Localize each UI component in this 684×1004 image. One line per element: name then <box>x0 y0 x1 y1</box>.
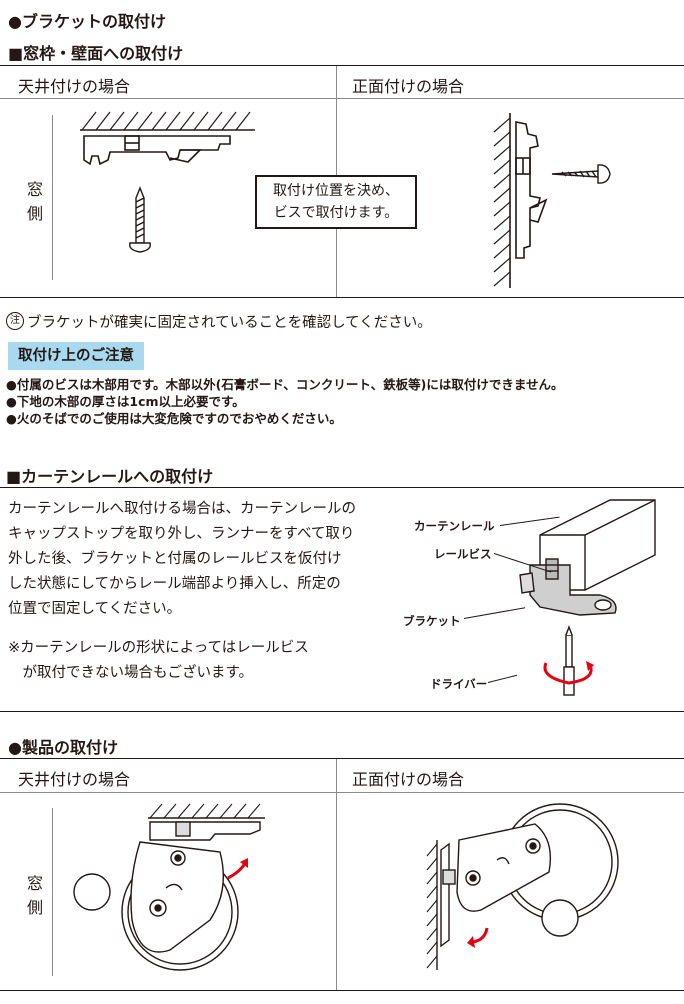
instruction-callout: 取付け位置を決め、 ビスで取付けます。 <box>255 175 417 229</box>
label-curtain-rail: カーテンレール <box>414 519 495 533</box>
section-title-bracket: ●ブラケットの取付け <box>8 12 166 31</box>
section-title-curtain-rail: ■カーテンレールへの取付け <box>6 467 214 486</box>
row-label-window: 窓 <box>26 180 43 199</box>
table1-bottom-rule <box>0 297 684 298</box>
note-line: ※カーテンレールの形状によってはレールビス <box>8 640 309 656</box>
ceiling-bracket-illustration <box>80 111 255 253</box>
section-title-product: ●製品の取付け <box>8 738 118 757</box>
para-line: キャップストップを取り外し、ランナーをすべて取り <box>8 526 355 542</box>
ceiling-product-illustration <box>73 803 265 971</box>
table3-header-rule <box>0 792 684 793</box>
col-head-front: 正面付けの場合 <box>352 77 465 96</box>
row-label-side-product: 側 <box>26 898 43 917</box>
row-label-side: 側 <box>26 204 43 223</box>
section2-bottom-rule <box>0 711 684 712</box>
para-line: した状態にしてからレール端部より挿入し、所定の <box>8 576 341 592</box>
col-head-ceiling-product: 天井付けの場合 <box>18 770 131 789</box>
caution-tag: 取付け上のご注意 <box>8 342 144 370</box>
para-line: カーテンレールへ取付ける場合は、カーテンレールの <box>8 501 356 517</box>
rail-assembly-illustration <box>519 499 656 696</box>
table3-bottom-rule <box>0 990 684 991</box>
callout-line-2: ビスで取付けます。 <box>273 205 399 221</box>
caution-item-2: ●下地の木部の厚さは1cm以上必要です。 <box>6 394 245 409</box>
front-bracket-illustration <box>493 113 611 288</box>
note-line: が取付できない場合もございます。 <box>8 665 254 681</box>
table1-header-rule <box>0 98 684 99</box>
note-mark-icon: 注 <box>6 312 24 330</box>
callout-line-1: 取付け位置を決め、 <box>273 183 399 199</box>
rail-install-paragraph: カーテンレールへ取付ける場合は、カーテンレールの キャップストップを取り外し、ラ… <box>8 497 356 622</box>
para-line: 外した後、ブラケットと付属のレールビスを仮付け <box>8 551 342 567</box>
col-head-front-product: 正面付けの場合 <box>352 770 465 789</box>
caution-item-1: ●付属のビスは木部用です。木部以外(石膏ボード、コンクリート、鉄板等)には取付け… <box>6 377 564 392</box>
rail-screw-note: ※カーテンレールの形状によってはレールビス が取付できない場合もございます。 <box>8 636 309 686</box>
window-side-line <box>52 115 53 280</box>
subsection-title-window-frame: ■窓枠・壁面への取付け <box>8 44 184 63</box>
label-rail-screw: レールビス <box>434 547 492 561</box>
para-line: 位置で固定してください。 <box>8 601 182 617</box>
window-side-line-product <box>52 808 53 976</box>
front-product-illustration <box>426 803 619 970</box>
table3-divider <box>336 759 337 990</box>
col-head-ceiling: 天井付けの場合 <box>18 77 131 96</box>
note-confirm-fixed: ブラケットが確実に固定されていることを確認してください。 <box>27 315 432 331</box>
caution-item-3: ●火のそばでのご使用は大変危険ですのでおやめください。 <box>6 411 342 426</box>
label-driver: ドライバー <box>430 677 488 691</box>
row-label-window-product: 窓 <box>26 874 43 893</box>
section2-top-rule <box>0 487 684 488</box>
label-bracket: ブラケット <box>403 614 461 628</box>
table1-top-rule <box>0 65 684 66</box>
table3-top-rule <box>0 758 684 759</box>
